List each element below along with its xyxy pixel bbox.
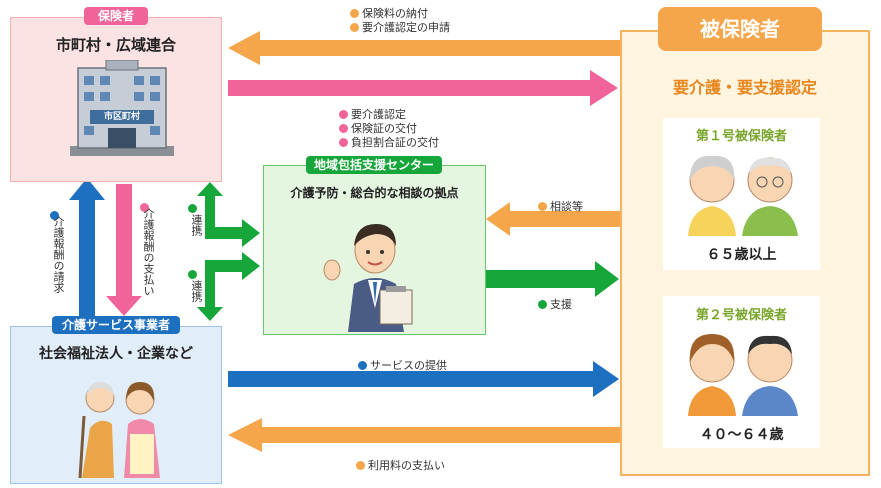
arrow-payment (106, 184, 142, 316)
arrow-support (486, 261, 619, 297)
second-insured-age: ４０～６４歳 (699, 427, 784, 443)
label-fee-payment: 介護報酬の支払い (142, 208, 155, 296)
insured-subtitle: 要介護・要支援認定 (672, 78, 817, 97)
elderly-couple-illustration (680, 144, 804, 236)
label-consultation: 相談等 (538, 198, 583, 214)
label-support: 支援 (538, 296, 572, 312)
caregiver-illustration (70, 368, 170, 480)
arrow-service (228, 361, 619, 397)
arrow-link-bottom (197, 252, 260, 321)
provider-tag: 介護サービス事業者 (52, 316, 180, 334)
claim-bullet (50, 204, 62, 223)
label-link-top-text: 連携 (190, 214, 203, 236)
staff-illustration (320, 212, 430, 332)
first-insured-title: 第１号被保険者 (695, 129, 787, 144)
arrow-certification (228, 70, 618, 106)
label-link-bottom-text: 連携 (190, 280, 203, 302)
municipality-title: 市町村・広域連合 (55, 36, 176, 54)
arrow-link-top (197, 182, 260, 247)
support-center-subtitle: 介護予防・総合的な相談の拠点 (290, 186, 459, 200)
support-center-tag: 地域包括支援センター (306, 156, 442, 174)
insured-title: 被保険者 (658, 7, 822, 51)
label-service-provision: サービスの提供 (358, 357, 447, 373)
arrow-claim (69, 178, 105, 320)
label-insurance-card: 保険証の交付 (339, 120, 417, 136)
second-insured-title: 第２号被保険者 (695, 308, 787, 323)
label-fee-claim: 介護報酬の請求 (52, 216, 65, 293)
label-premium-payment: 保険料の納付 (350, 5, 428, 21)
label-burden-certificate: 負担割合証の交付 (339, 134, 439, 150)
city-hall-illustration: 市区町村 (66, 60, 178, 158)
city-hall-sign: 市区町村 (103, 112, 140, 122)
first-insured-card (663, 118, 820, 270)
provider-box (10, 326, 222, 484)
label-link-top (188, 202, 200, 215)
second-insured-card (663, 296, 820, 448)
label-care-certification: 要介護認定 (339, 106, 406, 122)
first-insured-age: ６５歳以上 (706, 247, 777, 263)
label-link-bottom (188, 268, 200, 281)
label-usage-fee: 利用料の支払い (356, 457, 445, 473)
arrow-payment-application (228, 31, 620, 65)
payment-bullet (140, 196, 152, 215)
label-care-application: 要介護認定の申請 (350, 19, 450, 35)
middle-aged-couple-illustration (680, 322, 804, 416)
provider-title: 社会福祉法人・企業など (39, 346, 193, 362)
arrow-consult (486, 202, 620, 236)
municipality-tag: 保険者 (84, 7, 148, 25)
arrow-fee (228, 418, 620, 452)
